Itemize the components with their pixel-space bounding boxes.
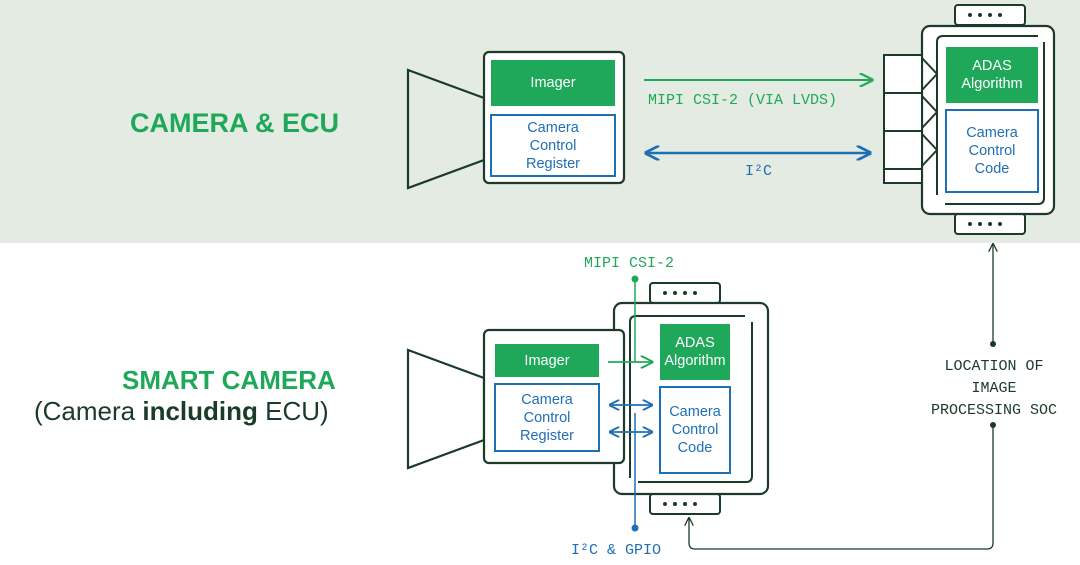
- smart-camera-title: SMART CAMERA: [122, 365, 336, 395]
- bottom-adas-algorithm-box: ADAS Algorithm: [660, 324, 730, 380]
- top-imager-box: Imager: [530, 75, 576, 91]
- top-ecu-device: [883, 4, 1056, 235]
- code-line: Camera: [669, 404, 721, 420]
- bottom-camera-control-register-box: Camera Control Register: [495, 384, 599, 451]
- top-camera-control-code-box: Camera Control Code: [946, 110, 1038, 192]
- bottom-camera-control-code-box: Camera Control Code: [660, 387, 730, 473]
- soc-arrow-to-smart-camera: [689, 426, 994, 550]
- subtitle-bold: including: [142, 396, 258, 426]
- code-line: Code: [677, 440, 713, 456]
- subtitle-post: ECU): [257, 396, 329, 426]
- algorithm-line: Algorithm: [664, 353, 726, 369]
- bottom-camera-lens: [406, 348, 486, 470]
- top-camera-body: [406, 50, 626, 190]
- soc-label-line: LOCATION OF: [944, 358, 1044, 375]
- register-line: Register: [526, 155, 580, 172]
- bottom-smart-camera-body: [406, 282, 770, 515]
- register-line: Camera: [527, 119, 579, 136]
- algorithm-line: ADAS: [972, 58, 1012, 74]
- soc-label-line: IMAGE: [971, 380, 1017, 397]
- soc-label-line: PROCESSING SOC: [930, 402, 1058, 419]
- register-line: Control: [523, 409, 571, 426]
- bottom-mipi-label: MIPI CSI-2: [584, 255, 675, 272]
- top-mipi-label: MIPI CSI-2 (VIA LVDS): [648, 92, 838, 109]
- code-line: Code: [974, 161, 1010, 177]
- register-line: Camera: [521, 391, 573, 408]
- code-line: Control: [671, 422, 719, 438]
- top-adas-algorithm-box: ADAS Algorithm: [946, 47, 1038, 103]
- algorithm-line: ADAS: [675, 335, 715, 351]
- bottom-i2c-gpio-label: I²C & GPIO: [571, 542, 662, 559]
- top-camera-lens: [406, 68, 486, 190]
- bottom-imager-box: Imager: [524, 352, 570, 369]
- register-line: Control: [529, 137, 577, 154]
- top-camera-control-register-box: Camera Control Register: [491, 115, 615, 176]
- code-line: Control: [968, 143, 1016, 159]
- camera-ecu-title: CAMERA & ECU: [130, 108, 339, 138]
- soc-location-label: LOCATION OF IMAGE PROCESSING SOC: [914, 356, 1074, 422]
- code-line: Camera: [966, 125, 1018, 141]
- subtitle-pre: (Camera: [34, 396, 143, 426]
- algorithm-line: Algorithm: [961, 76, 1023, 92]
- register-line: Register: [520, 427, 574, 444]
- top-i2c-label: I²C: [745, 163, 773, 180]
- smart-camera-subtitle: (Camera including ECU): [34, 396, 329, 427]
